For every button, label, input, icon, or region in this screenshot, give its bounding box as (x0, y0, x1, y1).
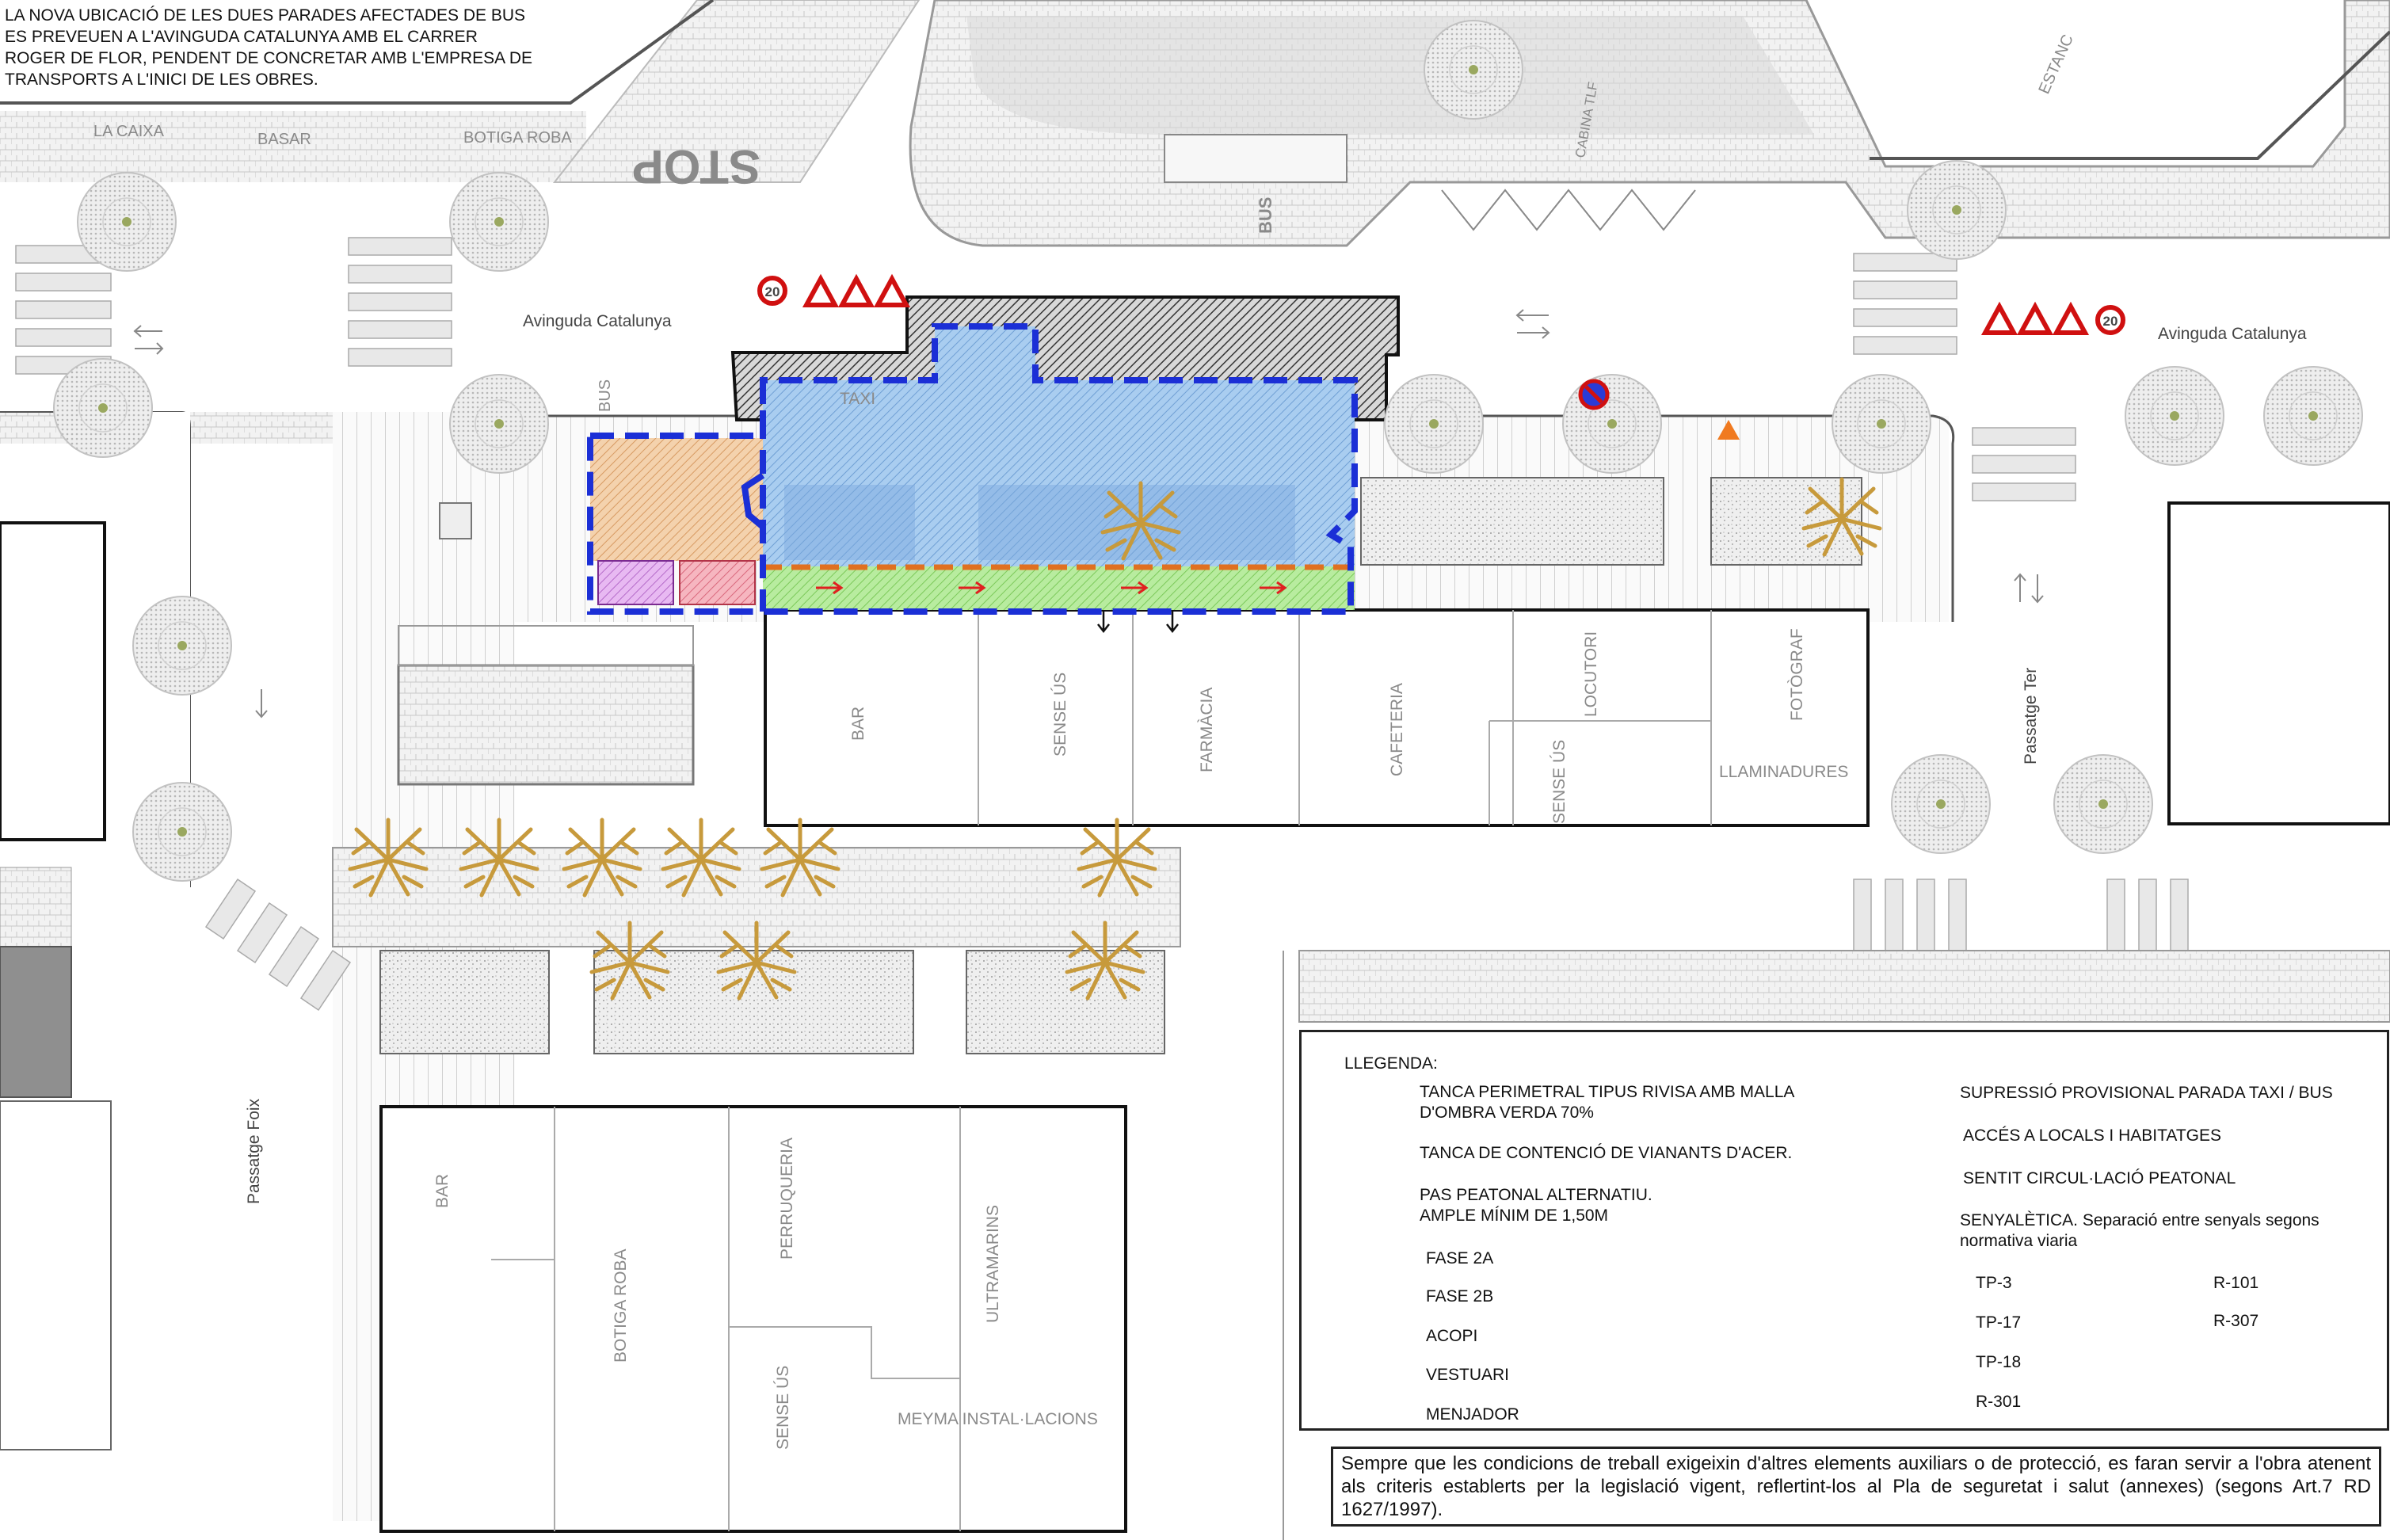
street-label-av-left: Avinguda Catalunya (523, 312, 672, 330)
legend-item-vestuari: VESTUARI (1426, 1366, 1510, 1384)
legend-item-acces: ACCÉS A LOCALS I HABITATGES (1963, 1126, 2221, 1145)
zone-fase-2a (763, 326, 1355, 566)
pedestrian-direction-arrows (816, 581, 1287, 595)
perimeter-fence (587, 323, 1358, 615)
shop-bottom-meyma: MEYMA INSTAL·LACIONS (898, 1410, 1098, 1428)
legend-sign-r301: R-301 (1976, 1393, 2022, 1411)
shop-top-estanc: ESTANC (2035, 32, 2076, 97)
stop-road-mark: STOP (632, 140, 760, 193)
shop-top-basar: BASAR (257, 131, 311, 148)
shop-sense-us-1: SENSE ÚS (1051, 673, 1069, 757)
shop-farmacia: FARMÀCIA (1198, 688, 1216, 772)
shop-fotograf: FOTÒGRAF (1788, 628, 1806, 721)
zone-acopi (590, 438, 763, 561)
legend-item-tanca-contencio: TANCA DE CONTENCIÓ DE VIANANTS D'ACER. (1420, 1144, 1793, 1162)
legend-sign-tp18: TP-18 (1976, 1353, 2022, 1371)
legend-title: LLEGENDA: (1344, 1054, 1438, 1073)
bus-road-mark: BUS (1256, 197, 1275, 234)
street-label-av-right: Avinguda Catalunya (2158, 325, 2307, 343)
legend-item-fase-2a: FASE 2A (1426, 1249, 1494, 1267)
shop-bottom-ultramarins: ULTRAMARINS (984, 1205, 1002, 1323)
building-right (2167, 501, 2390, 825)
legend-sign-r101: R-101 (2213, 1274, 2259, 1292)
legend-item-supressio: SUPRESSIÓ PROVISIONAL PARADA TAXI / BUS (1960, 1084, 2333, 1102)
access-arrows (1097, 612, 1179, 634)
shop-cafeteria: CAFETERIA (1388, 683, 1406, 776)
street-label-passatge-ter: Passatge Ter (2022, 668, 2040, 764)
safety-note: Sempre que les condicions de treball exi… (1331, 1447, 2381, 1527)
legend-item-senyaletica: SENYALÈTICA. Separació entre senyals seg… (1960, 1211, 2319, 1250)
sidewalk-top-left (0, 111, 586, 182)
road-signs: 20 20 (757, 273, 2125, 440)
building-left (0, 521, 106, 841)
shop-bar: BAR (849, 707, 867, 741)
zone-menjador (679, 560, 756, 605)
legend-item-acopi: ACOPI (1426, 1327, 1478, 1345)
svg-text:20: 20 (765, 284, 780, 299)
taxi-road-mark: TAXI (840, 390, 875, 408)
zone-fase-2b (763, 566, 1355, 610)
shop-bottom-bar: BAR (433, 1174, 452, 1208)
pergola (397, 664, 695, 786)
shop-bottom-perruqueria: PERRUQUERIA (778, 1138, 796, 1260)
legend-sign-r307: R-307 (2213, 1312, 2259, 1330)
shops-block-central (764, 608, 1870, 827)
legend-sign-tp17: TP-17 (1976, 1313, 2022, 1332)
legend-item-fase-2b: FASE 2B (1426, 1287, 1494, 1306)
shop-top-botiga-roba: BOTIGA ROBA (463, 129, 572, 147)
zone-vestuari (597, 560, 674, 605)
svg-text:20: 20 (2103, 314, 2118, 329)
shop-bottom-botiga-roba: BOTIGA ROBA (612, 1248, 630, 1363)
street-label-passatge-foix: Passatge Foix (245, 1098, 263, 1204)
legend-item-sentit: SENTIT CIRCUL·LACIÓ PEATONAL (1963, 1169, 2236, 1187)
legend-item-pas-peatonal: PAS PEATONAL ALTERNATIU.AMPLE MÍNIM DE 1… (1420, 1186, 1652, 1225)
shop-bottom-sense-us: SENSE ÚS (774, 1366, 792, 1450)
shop-sense-us-2: SENSE ÚS (1550, 740, 1569, 824)
shop-locutori: LOCUTORI (1582, 631, 1600, 717)
shop-llaminadures: LLAMINADURES (1719, 763, 1848, 781)
shops-block-bottom (379, 1105, 1127, 1533)
legend-sign-tp3: TP-3 (1976, 1274, 2012, 1292)
bus-stop-note: LA NOVA UBICACIÓ DE LES DUES PARADES AFE… (5, 5, 575, 90)
legend-item-menjador: MENJADOR (1426, 1405, 1519, 1424)
legend: LLEGENDA: (1299, 1030, 2389, 1431)
bus-small-road-mark: BUS (597, 379, 614, 412)
shop-top-la-caixa: LA CAIXA (93, 123, 165, 140)
